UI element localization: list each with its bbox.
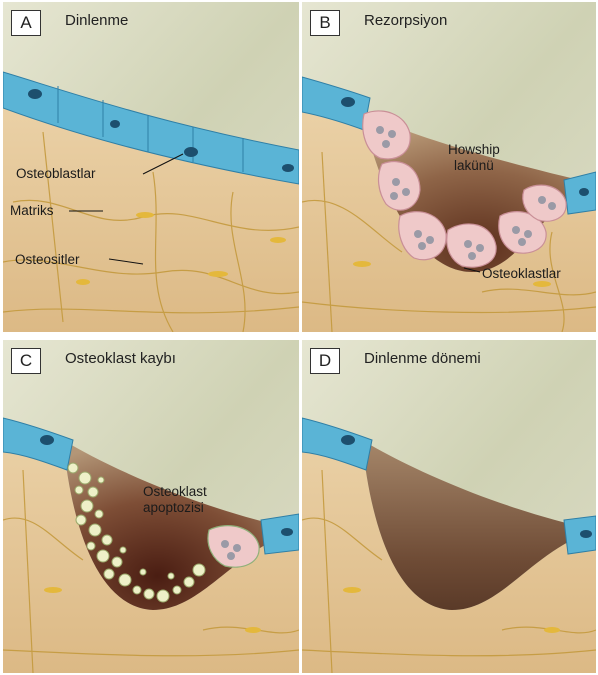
label-osteoclasts: Osteoklastlar [482,266,561,282]
panel-d-title: Dinlenme dönemi [364,350,481,367]
panel-a-letter: A [11,10,41,36]
panel-b-title: Rezorpsiyon [364,12,447,29]
panel-c-title: Osteoklast kaybı [65,350,176,367]
panel-c-letter: C [11,348,41,374]
label-osteoblasts: Osteoblastlar [16,166,96,182]
panel-c-osteoclast-loss: C Osteoklast kaybı Osteoklast apoptozisi [3,340,299,673]
panel-b-resorption: B Rezorpsiyon Howship lakünü Osteoklastl… [302,2,596,332]
label-osteoclast-apoptosis: Osteoklast apoptozisi [143,484,207,516]
panel-d-letter: D [310,348,340,374]
panel-b-letter: B [310,10,340,36]
panel-d-illustration [302,340,596,673]
label-matrix: Matriks [10,203,54,219]
panel-d-resting-period: D Dinlenme dönemi [302,340,596,673]
label-osteocytes: Osteositler [15,252,80,268]
panel-a-title: Dinlenme [65,12,128,29]
label-howship-lacuna: Howship lakünü [448,142,500,174]
panel-a-resting: A Dinlenme Osteoblastlar Matriks Osteosi… [3,2,299,332]
